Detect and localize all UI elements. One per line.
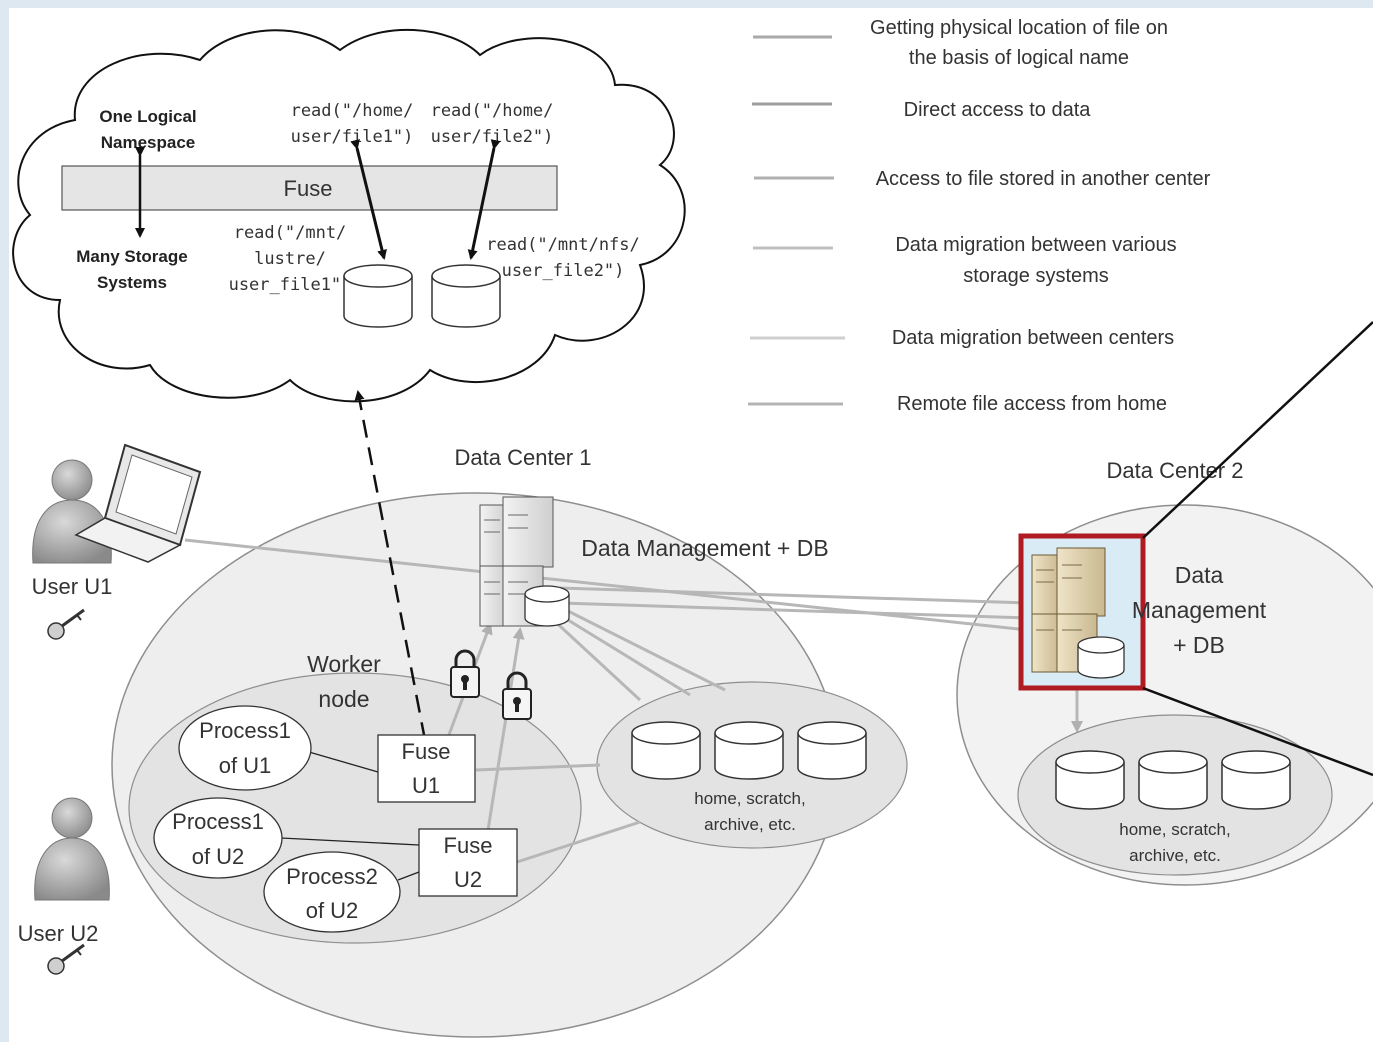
- storage-migration-link-3: [561, 606, 726, 692]
- dc2-storage-cylinder-3: [1221, 750, 1291, 810]
- read-home-file1-line1: read("/home/: [291, 101, 414, 121]
- legend-label-4: Data migration between centers: [892, 327, 1174, 349]
- dc2-storage-label-line1: home, scratch,: [1119, 820, 1231, 839]
- dc1-storage-label-line1: home, scratch,: [694, 789, 806, 808]
- dc1-storage-cylinder-2: [714, 721, 784, 780]
- many-storage-line2: Systems: [97, 273, 167, 292]
- logical-namespace-cloud: [12, 28, 686, 403]
- fuse-u1-line2: U1: [412, 773, 440, 798]
- dc1-storage-cylinder-3: [797, 721, 867, 780]
- fuse-u2-box: [418, 828, 518, 897]
- dc1-server-icon: [479, 496, 570, 627]
- worker-node-label-line2: node: [318, 686, 369, 712]
- p1u2-fuse-link: [280, 837, 420, 846]
- storage-migration-link-2: [554, 610, 691, 697]
- dc2-storage-cylinder-1: [1055, 750, 1125, 810]
- file1-mapping-arrow: [350, 139, 387, 260]
- logical-namespace-line2: Namespace: [101, 133, 196, 152]
- user-u1-label: User U1: [32, 574, 113, 599]
- legend-label-3-line1: Data migration between various: [895, 234, 1176, 256]
- dc-migration-link-2: [559, 601, 1029, 620]
- read-mnt-lustre-line3: user_file1"): [229, 275, 352, 295]
- fuse-u1-box: [377, 734, 476, 803]
- fuse-to-namespace-dashed-arrow: [354, 390, 427, 741]
- dc2-server-icon: [1031, 547, 1125, 679]
- process1-u2-line2: of U2: [192, 844, 245, 869]
- dc2-dm-line1: Data: [1175, 562, 1224, 588]
- legend-label-0-line1: Getting physical location of file on: [870, 17, 1168, 39]
- legend-label-5: Remote file access from home: [897, 393, 1167, 415]
- lustre-storage-cylinder: [343, 264, 413, 328]
- key-icon: [47, 943, 85, 975]
- file2-mapping-arrow: [467, 139, 501, 260]
- read-home-file2-line2: user/file2"): [431, 127, 554, 147]
- dc-migration-link-1: [559, 586, 1031, 609]
- p1u1-fuse-link: [308, 751, 379, 773]
- key-icon: [47, 608, 85, 640]
- user-u2-avatar-icon: [34, 797, 110, 901]
- fuse-u2-line2: U2: [454, 867, 482, 892]
- dc2-dm-line3: + DB: [1173, 632, 1225, 658]
- data-center-1-title: Data Center 1: [455, 445, 592, 470]
- user-u1-avatar-icon: [32, 459, 112, 564]
- dc1-data-management-label: Data Management + DB: [581, 535, 828, 561]
- dc1-storage-cylinder-1: [631, 721, 701, 780]
- dc2-storage-label-line2: archive, etc.: [1129, 846, 1221, 865]
- storage-migration-link-1: [546, 613, 642, 702]
- many-storage-line1: Many Storage: [76, 247, 187, 266]
- legend-label-1: Direct access to data: [904, 99, 1092, 121]
- nfs-storage-cylinder: [431, 264, 501, 328]
- read-mnt-lustre-line2: lustre/: [254, 249, 326, 269]
- legend-label-3-line2: storage systems: [963, 265, 1109, 287]
- read-home-file2-line1: read("/home/: [431, 101, 554, 121]
- logical-namespace-line1: One Logical: [99, 107, 196, 126]
- fuse-u2-line1: Fuse: [444, 833, 493, 858]
- worker-node-label-line1: Worker: [307, 651, 381, 677]
- dc2-dm-line2: Management: [1132, 597, 1267, 623]
- zoom-callout-line-top: [1142, 321, 1373, 539]
- zoom-callout-line-bottom: [1142, 686, 1373, 777]
- connection-lines: [184, 538, 1083, 864]
- fuse-u2-dm-link: [486, 627, 525, 831]
- legend-label-0-line2: the basis of logical name: [909, 47, 1129, 69]
- laptop-icon: [74, 443, 202, 563]
- padlock-icon: [450, 649, 480, 698]
- user-u2-label: User U2: [18, 921, 99, 946]
- read-mnt-nfs-line1: read("/mnt/nfs/: [486, 235, 640, 255]
- legend: Getting physical location of file on the…: [748, 17, 1211, 415]
- process2-u2-line2: of U2: [306, 898, 359, 923]
- process1-u2-line1: Process1: [172, 809, 264, 834]
- p2u2-fuse-link: [397, 871, 420, 881]
- process1-u1-line1: Process1: [199, 718, 291, 743]
- process2-u2: [263, 851, 401, 933]
- data-center-2-title: Data Center 2: [1107, 458, 1244, 483]
- padlock-icon: [502, 671, 532, 720]
- dc2-storage-cylinder-2: [1138, 750, 1208, 810]
- read-mnt-nfs-line2: user_file2"): [502, 261, 625, 281]
- read-home-file1-line2: user/file1"): [291, 127, 414, 147]
- legend-label-2: Access to file stored in another center: [876, 168, 1211, 190]
- fuse-bar-label: Fuse: [284, 176, 333, 201]
- process1-u1: [178, 705, 312, 791]
- fuse-u2-storage-link: [516, 820, 641, 864]
- dc1-storage-label-line2: archive, etc.: [704, 815, 796, 834]
- read-mnt-lustre-line1: read("/mnt/: [234, 223, 347, 243]
- fuse-u1-line1: Fuse: [402, 739, 451, 764]
- process2-u2-line1: Process2: [286, 864, 378, 889]
- process1-u2: [153, 797, 283, 879]
- process1-u1-line2: of U1: [219, 753, 272, 778]
- remote-access-link: [184, 538, 1029, 632]
